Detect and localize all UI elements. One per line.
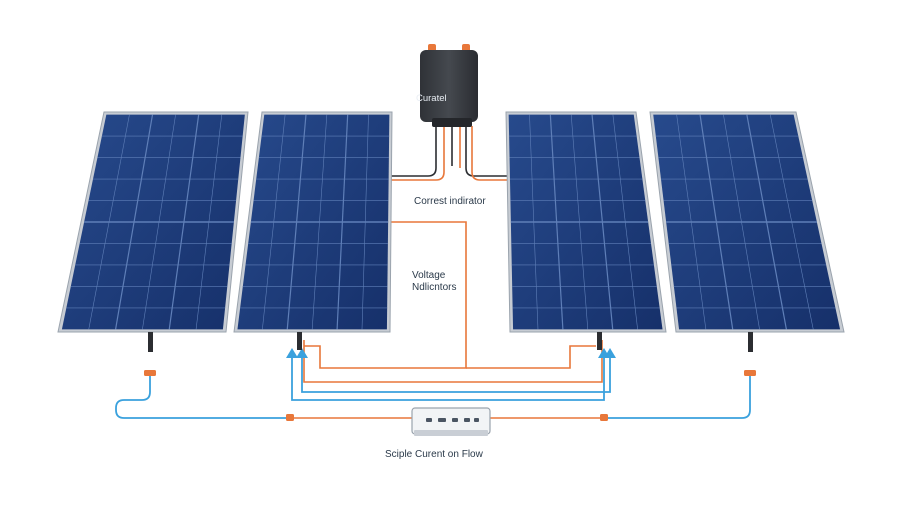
combiner-glands <box>432 118 472 127</box>
panel-4 <box>649 111 845 333</box>
meter-dot <box>464 418 470 422</box>
blue-loop-inner-right <box>301 352 611 393</box>
arrow-up-icon <box>286 348 298 358</box>
arrow-up-icon <box>598 348 610 358</box>
orange-connector <box>600 414 608 421</box>
blue-loop-inner-left <box>291 352 605 401</box>
wiring-layer <box>115 126 756 421</box>
solar-panels <box>57 111 845 333</box>
panel-1 <box>57 111 249 333</box>
combiner-wire-right-orange <box>471 126 508 181</box>
meter-dot <box>452 418 458 422</box>
combiner-wire-right-black <box>465 126 508 177</box>
meter-base <box>414 430 488 436</box>
meter-dot <box>426 418 432 422</box>
voltage-label-line1: Voltage <box>412 270 446 281</box>
orange-connector <box>744 370 756 376</box>
meter-dot <box>438 418 446 422</box>
blue-loop-right-outer <box>604 372 751 419</box>
combiner-body <box>420 50 478 122</box>
panel-lead <box>148 332 153 352</box>
center-orange-loop <box>304 221 467 369</box>
current-indicator-label: Correst indirator <box>414 196 486 207</box>
orange-connector <box>286 414 294 421</box>
blue-loop-left-outer <box>115 372 292 419</box>
panel-leads <box>148 332 753 352</box>
arrow-up-icon <box>296 348 308 358</box>
current-meter <box>411 407 491 436</box>
center-orange-right <box>466 345 596 369</box>
panel-2 <box>233 111 393 333</box>
combiner-box-label: Curatel <box>416 93 447 104</box>
current-flow-label: Sciple Curent on Flow <box>385 449 483 460</box>
voltage-indicators-label: Voltage Ndlicntors <box>412 270 456 294</box>
orange-drop-left <box>303 340 603 383</box>
panel-lead <box>748 332 753 352</box>
combiner-wire-left-orange <box>390 126 445 181</box>
voltage-label-line2: Ndlicntors <box>412 282 457 293</box>
panel-3 <box>505 111 667 333</box>
panel-lead <box>597 332 602 350</box>
combiner-wire-left-black <box>390 126 437 177</box>
orange-connector <box>144 370 156 376</box>
combiner-box <box>420 44 478 127</box>
panel-lead <box>297 332 302 350</box>
meter-dot <box>474 418 479 422</box>
